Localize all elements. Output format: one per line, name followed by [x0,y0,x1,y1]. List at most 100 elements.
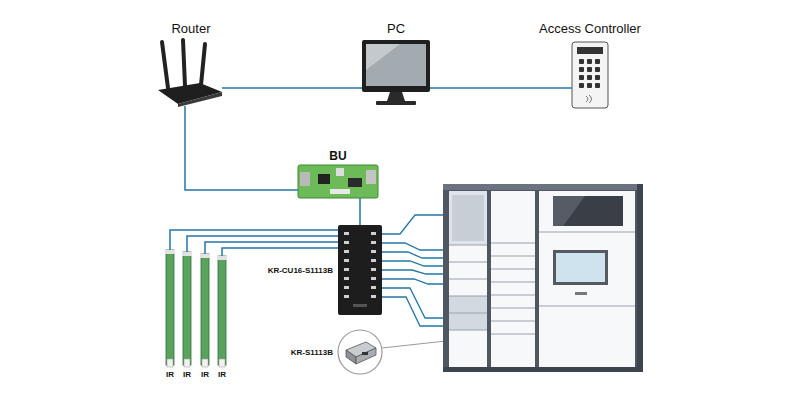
cabinet-frame [443,184,643,372]
locker-column [449,191,487,367]
compartment-inside [452,195,484,241]
rod-cap [165,250,175,254]
open-compartment [449,191,487,245]
lock-wire [382,288,449,318]
port [371,250,376,253]
key [587,75,592,80]
chip [318,174,330,184]
ir-rod [166,250,174,365]
router-antenna [162,42,168,88]
cabinet-top [443,184,643,190]
key [579,67,584,72]
door-line [449,296,487,297]
lock-wire [382,215,449,234]
lock-latch [362,352,368,355]
pcb [298,165,378,198]
chip [348,178,362,187]
locker-cabinet [443,184,643,372]
connector-line [185,106,298,190]
ir-sensor-node: IR [183,252,191,367]
component [336,168,344,176]
rfid-symbol [586,95,592,103]
door-line [491,256,535,257]
lock-front [356,348,376,364]
cabinet-base [443,367,643,372]
door-line [491,243,535,244]
door-line [449,313,487,314]
node-label: IR [166,370,174,379]
lock-side [346,350,356,364]
pc-icon [362,40,430,105]
router-edge [178,92,222,107]
terminal [330,189,350,194]
key [587,67,592,72]
touchscreen [556,253,605,282]
rod-tip [202,359,208,367]
keypad-body [572,42,608,108]
control-board-node: KR-CU16-S1113B [338,225,382,315]
connector-line [222,248,338,256]
ir-rod [183,252,191,365]
door-lines [449,245,487,330]
touchscreen-frame [553,250,608,285]
node-label: Router [171,21,210,36]
port [371,241,376,244]
port [371,232,376,235]
key [587,83,592,88]
door-line [539,232,635,233]
router-antenna [201,44,205,85]
access-controller-node: Access Controller [572,42,608,108]
node-label: IR [218,370,226,379]
rod-tip [184,359,190,367]
node-label: KR-CU16-S1113B [268,266,333,275]
port [344,277,349,280]
access-controller-icon [572,42,608,108]
node-label: BU [329,149,346,163]
lock-node: KR-S1113B [338,330,382,374]
key [587,59,592,64]
door-line [449,262,487,263]
port [344,232,349,235]
display-window [553,196,623,226]
rod-cap [182,252,192,256]
door-line [449,245,487,246]
bu-board [298,165,378,198]
connector-line [187,236,338,252]
door-line [449,330,487,331]
router-antenna [183,40,185,86]
door-line [491,321,535,322]
port [371,268,376,271]
vent [353,304,367,307]
router-node: Router [160,40,222,106]
port [344,241,349,244]
connector-line [170,230,338,250]
node-label: Access Controller [539,21,641,36]
port [344,268,349,271]
screen-glare [366,44,400,70]
node-label: IR [201,370,209,379]
locker-column [539,191,635,367]
monitor-stand [387,92,405,101]
lock-wire [382,243,449,250]
ir-sensors [165,250,227,367]
monitor-base [376,101,416,105]
rod-tip [167,359,173,367]
bu-node: BU [298,165,378,198]
ir-sensor-node: IR [166,250,174,367]
callout-circle [338,330,382,374]
door-line [449,279,487,280]
lock-wire [382,252,449,258]
key [579,59,584,64]
key [595,59,600,64]
node-label: PC [387,21,405,36]
connector-line [430,87,572,89]
node-label: IR [183,370,191,379]
rod-cap [200,254,210,258]
window-glare [553,196,585,226]
control-board [338,225,382,315]
key [595,83,600,88]
router-icon [158,40,222,107]
